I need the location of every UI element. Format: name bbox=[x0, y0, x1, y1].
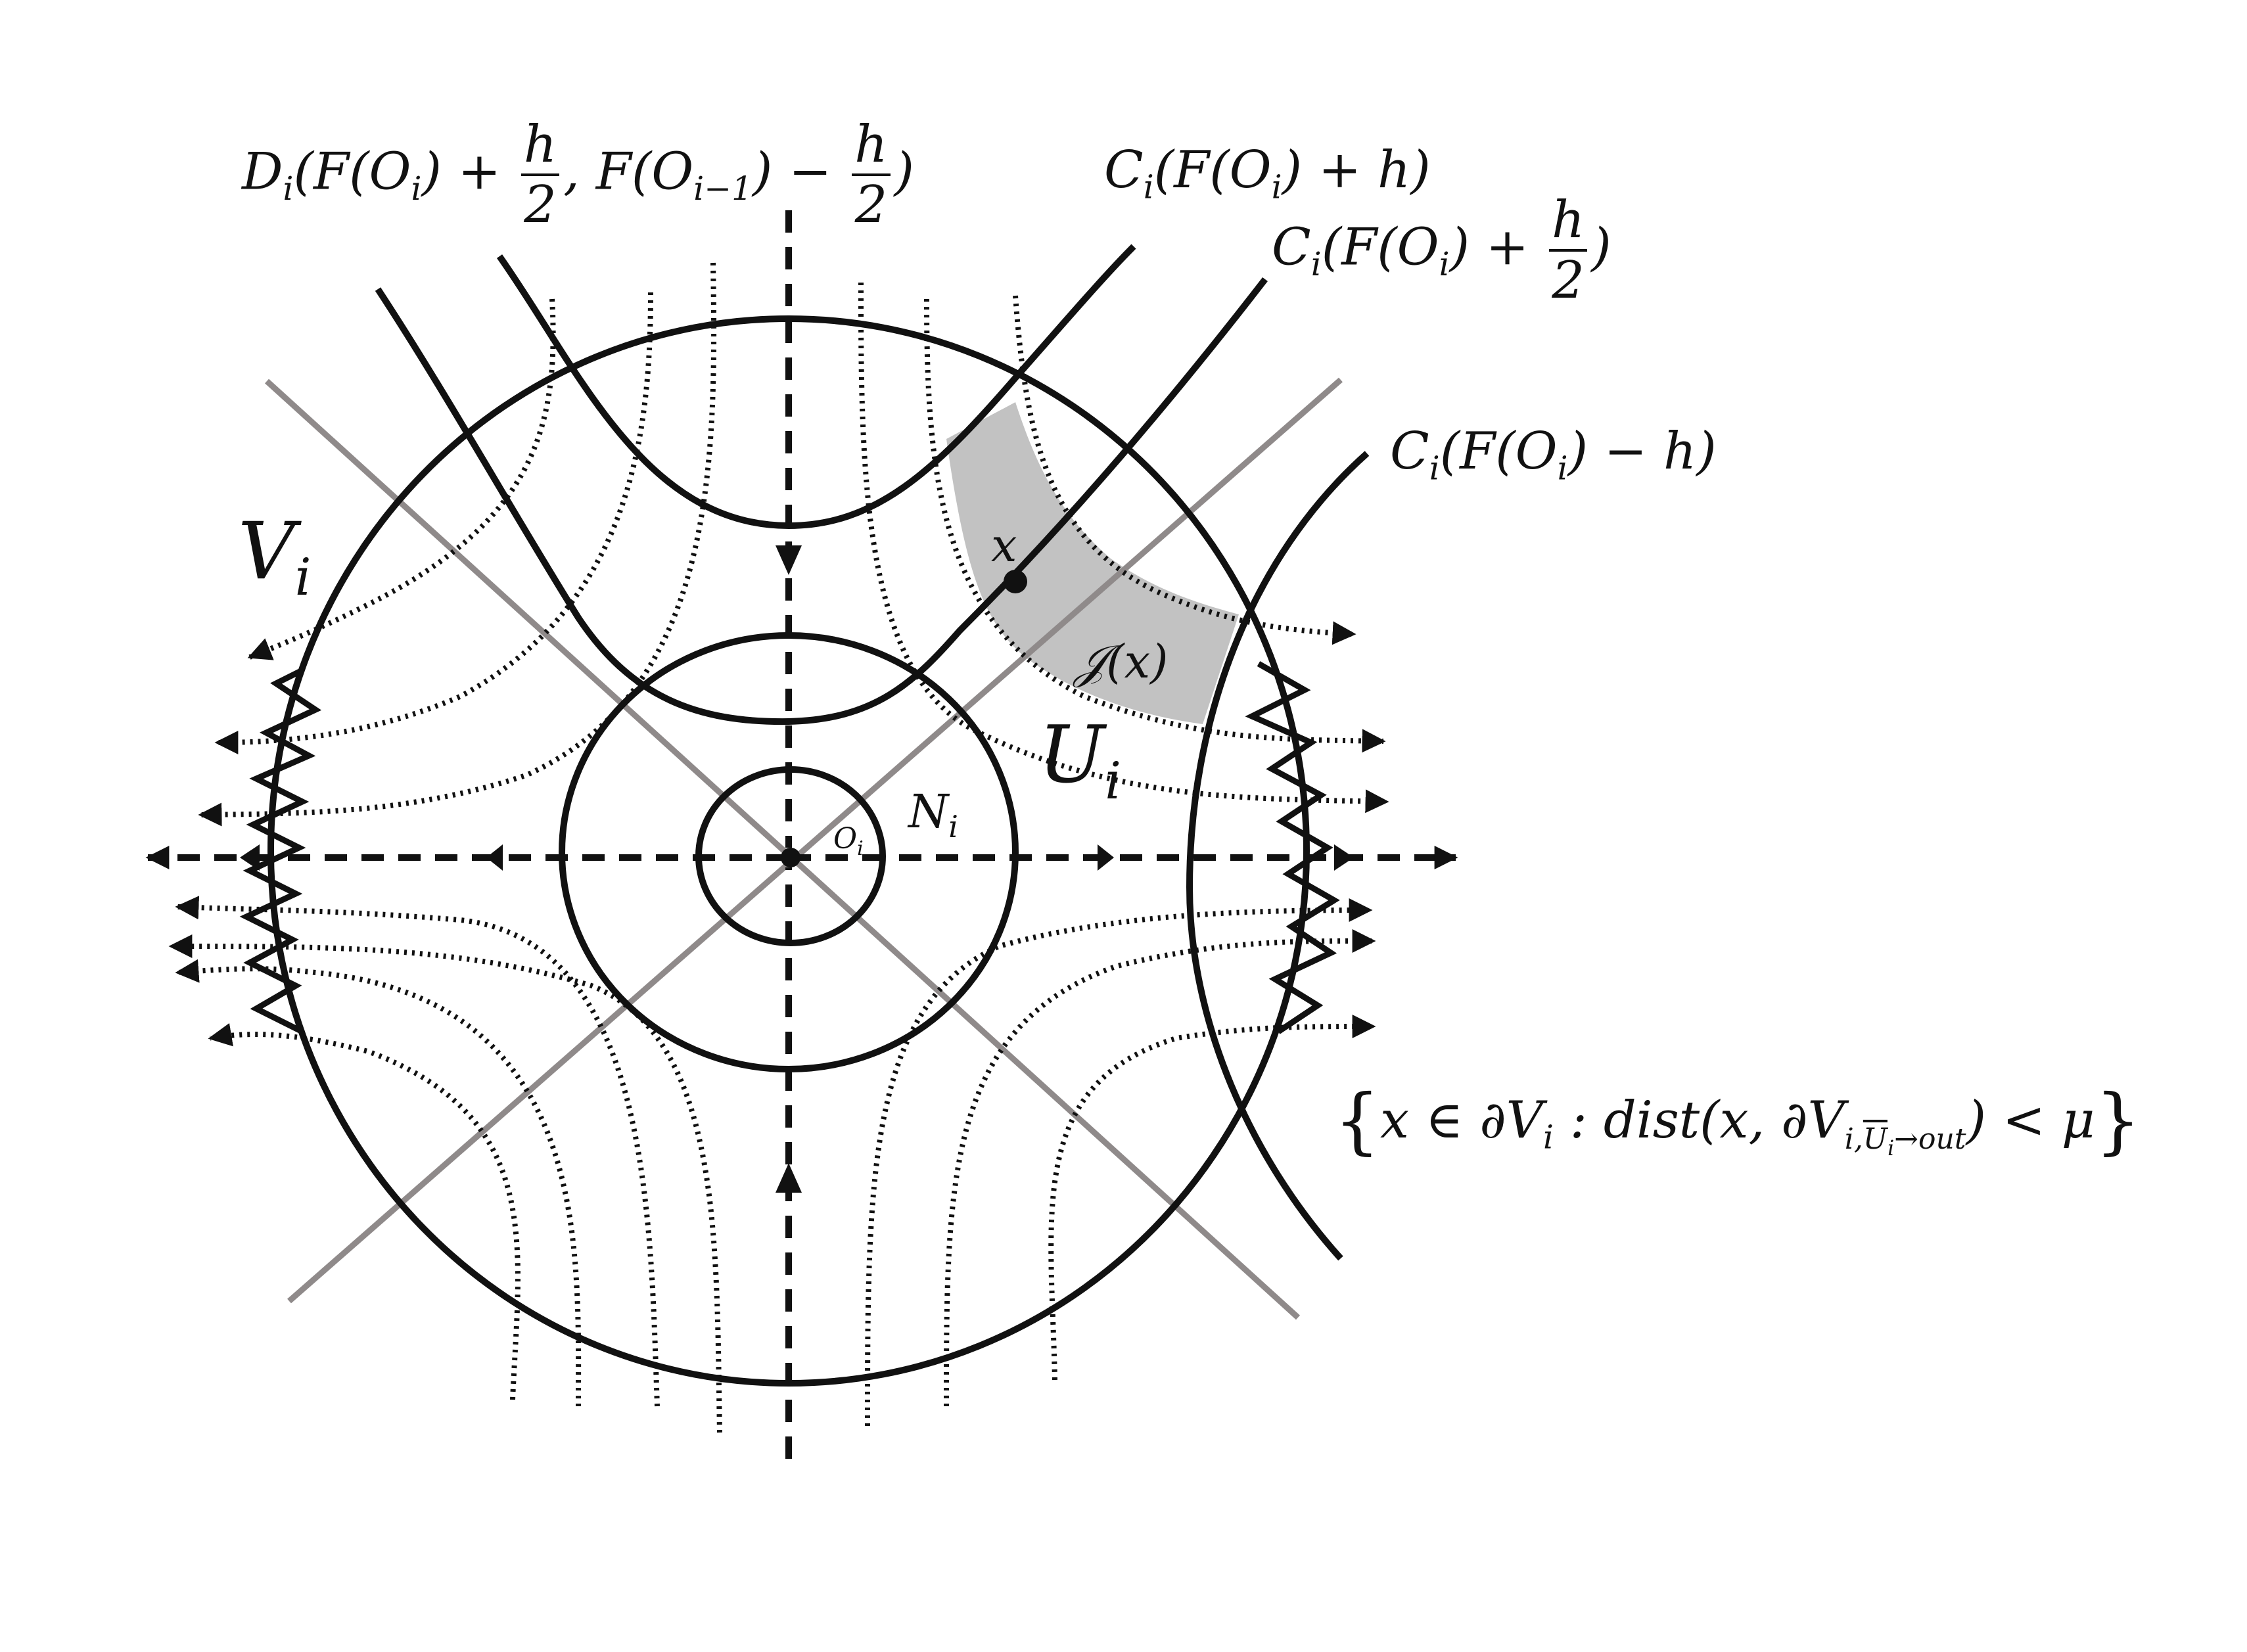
label-c-plus-h: Ci(F(Oi) + h) bbox=[1104, 141, 1431, 206]
level-curve-minus-h bbox=[1186, 451, 1370, 1261]
axis-arrows bbox=[240, 545, 1354, 1193]
x-point bbox=[1004, 570, 1027, 593]
label-j-region: 𝒥(x) bbox=[1075, 635, 1169, 689]
level-curve-plus-h bbox=[496, 244, 1136, 530]
label-n-i: Ni bbox=[908, 785, 958, 844]
origin-point bbox=[781, 848, 800, 867]
level-curves bbox=[375, 244, 1370, 1261]
diagonal-line-b bbox=[287, 377, 1343, 1304]
label-set-expression: {x ∈ ∂Vi : dist(x, ∂Vi,Ui→out) < μ} bbox=[1334, 1078, 2141, 1162]
label-u-i: Ui bbox=[1038, 710, 1122, 811]
label-c-minus-h: Ci(F(Oi) − h) bbox=[1390, 422, 1717, 488]
dashed-axes bbox=[145, 210, 1458, 1459]
flow-lines bbox=[168, 262, 1389, 1433]
j-region-shading bbox=[946, 402, 1239, 724]
diagonal-line-a bbox=[264, 379, 1301, 1320]
label-v-i: Vi bbox=[238, 506, 312, 607]
label-o-i: Oi bbox=[833, 822, 864, 860]
label-x-point: x bbox=[991, 518, 1017, 572]
level-curve-left-outer bbox=[375, 277, 1268, 725]
